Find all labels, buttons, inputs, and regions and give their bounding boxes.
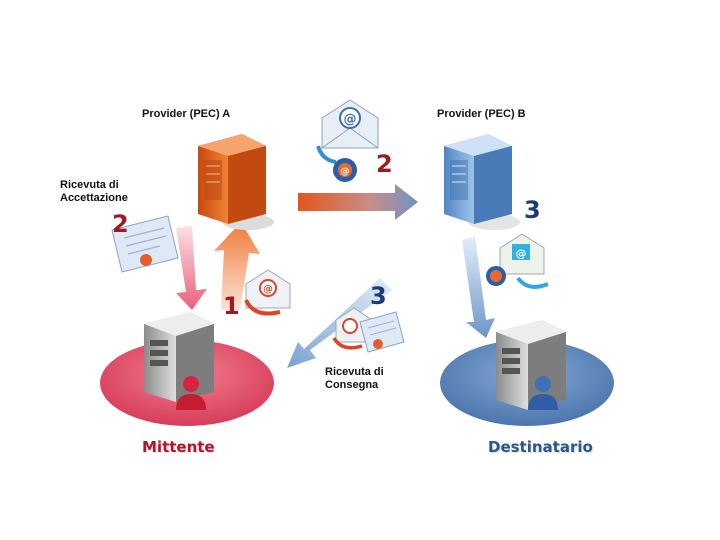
mittente-server (144, 312, 214, 402)
destinatario-server (496, 320, 566, 410)
mittente-user-icon (176, 376, 206, 410)
destinatario-label: Destinatario (488, 438, 593, 456)
ricevuta-accettazione-line1: Ricevuta di (60, 179, 119, 191)
ricevuta-accettazione-label: Ricevuta di Accettazione (60, 179, 128, 205)
certificate-accettazione-icon (111, 215, 179, 273)
ricevuta-consegna-label: Ricevuta di Consegna (325, 366, 384, 392)
provider-b-server (444, 134, 520, 230)
provider-a-label: Provider (PEC) A (142, 108, 231, 120)
provider-a-server (198, 134, 274, 230)
svg-text:@: @ (263, 284, 273, 295)
step-3-provider-b: 3 (524, 196, 541, 224)
ricevuta-consegna-line2: Consegna (325, 379, 379, 391)
svg-text:@: @ (344, 112, 357, 127)
arrow-accettazione-down (176, 226, 207, 310)
provider-b-label: Provider (PEC) B (437, 108, 526, 120)
svg-text:@: @ (341, 167, 350, 177)
destinatario-user-icon (528, 376, 558, 410)
mittente-label: Mittente (142, 438, 215, 456)
envelope-invio-icon: @ (244, 269, 291, 316)
envelope-consegna-b-icon: @ (486, 233, 549, 289)
arrow-mittente-up (214, 222, 260, 310)
step-3-consegna: 3 (370, 282, 387, 310)
envelope-transfer-icon: @ @ (316, 99, 379, 182)
certificate-consegna-icon (359, 311, 405, 353)
step-2-accettazione: 2 (112, 210, 129, 238)
arrow-a-to-b (298, 184, 418, 220)
ricevuta-accettazione-line2: Accettazione (60, 192, 128, 204)
step-1-invio: 1 (223, 292, 240, 320)
svg-text:@: @ (516, 247, 527, 260)
ricevuta-consegna-line1: Ricevuta di (325, 366, 384, 378)
arrow-b-to-destinatario (462, 236, 495, 338)
step-2-transfer: 2 (376, 150, 393, 178)
